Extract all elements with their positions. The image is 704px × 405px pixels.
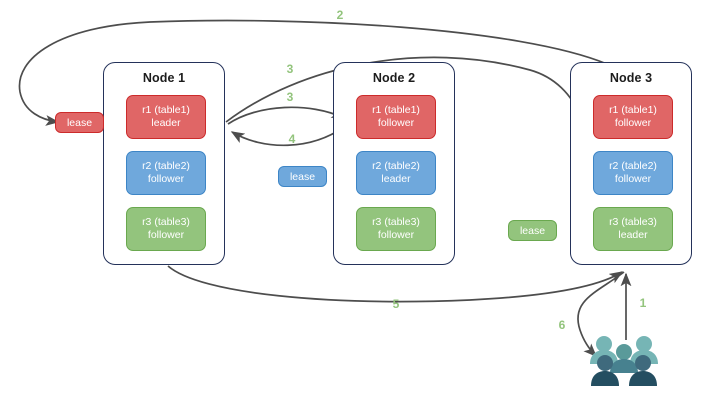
people-icon (590, 336, 658, 386)
replica-node3-r1[interactable]: r1 (table1) follower (593, 95, 673, 139)
replica-name: r1 (table1) (142, 104, 190, 116)
replica-node2-r1[interactable]: r1 (table1) follower (356, 95, 436, 139)
replica-role: follower (147, 229, 185, 241)
step-label-3-lower: 3 (286, 90, 294, 104)
replica-node1-r1[interactable]: r1 (table1) leader (126, 95, 206, 139)
step-label-5: 5 (392, 297, 400, 311)
lease-badge-table1[interactable]: lease (55, 112, 104, 133)
replica-role: leader (151, 117, 181, 129)
replica-role: follower (377, 229, 415, 241)
step-label-4: 4 (288, 132, 296, 146)
replica-node1-r3[interactable]: r3 (table3) follower (126, 207, 206, 251)
lease-label: lease (66, 116, 93, 129)
replica-name: r3 (table3) (609, 216, 657, 228)
replica-node2-r2[interactable]: r2 (table2) leader (356, 151, 436, 195)
step-label-2: 2 (336, 8, 344, 22)
replica-name: r3 (table3) (372, 216, 420, 228)
replica-node3-r3[interactable]: r3 (table3) leader (593, 207, 673, 251)
replica-node1-r2[interactable]: r2 (table2) follower (126, 151, 206, 195)
node-container-node3[interactable]: Node 3 r1 (table1) follower r2 (table2) … (570, 62, 692, 265)
lease-badge-table2[interactable]: lease (278, 166, 327, 187)
edge-step-3-lower (227, 106, 346, 125)
replica-node2-r3[interactable]: r3 (table3) follower (356, 207, 436, 251)
step-label-1: 1 (639, 296, 647, 310)
lease-label: lease (519, 224, 546, 237)
replica-role: leader (618, 229, 648, 241)
replica-role: leader (381, 173, 411, 185)
step-label-3-upper: 3 (286, 62, 294, 76)
lease-badge-table3[interactable]: lease (508, 220, 557, 241)
replica-name: r2 (table2) (372, 160, 420, 172)
replica-role: follower (614, 117, 652, 129)
replica-name: r3 (table3) (142, 216, 190, 228)
replica-name: r1 (table1) (372, 104, 420, 116)
node-container-node2[interactable]: Node 2 r1 (table1) follower r2 (table2) … (333, 62, 455, 265)
step-label-6: 6 (558, 318, 566, 332)
replica-role: follower (614, 173, 652, 185)
replica-name: r1 (table1) (609, 104, 657, 116)
replica-role: follower (147, 173, 185, 185)
node-title: Node 1 (142, 71, 186, 85)
replica-role: follower (377, 117, 415, 129)
replica-node3-r2[interactable]: r2 (table2) follower (593, 151, 673, 195)
lease-label: lease (289, 170, 316, 183)
node-title: Node 3 (609, 71, 653, 85)
node-title: Node 2 (372, 71, 416, 85)
node-container-node1[interactable]: Node 1 r1 (table1) leader r2 (table2) fo… (103, 62, 225, 265)
replica-name: r2 (table2) (609, 160, 657, 172)
replica-name: r2 (table2) (142, 160, 190, 172)
